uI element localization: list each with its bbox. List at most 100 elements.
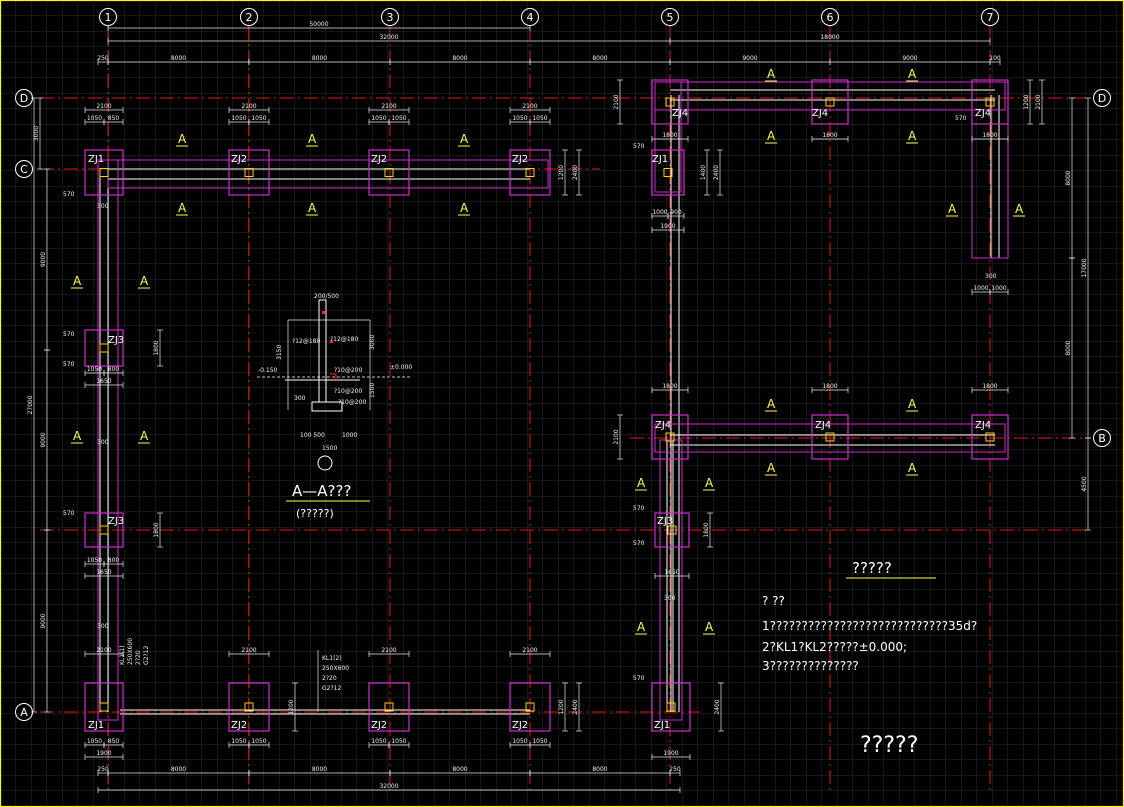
dim-pad-top-half-a-2-text: 1050 (371, 115, 386, 122)
section-mark-18: A (767, 461, 776, 475)
section-title: A—A??? (292, 482, 351, 500)
detail-rebar-5: ?10@200 (338, 399, 366, 406)
section-detail: 200/500±0.000-0.150?12@180?12@180?10@200… (257, 293, 412, 471)
dim-label-200-300-1: 300 (97, 439, 109, 446)
dim-left-9000-b-text: 9000 (40, 432, 47, 447)
axis-bubble-label: 7 (987, 11, 994, 24)
notes-line-0: ? ?? (762, 594, 785, 608)
dim-pad-bottom-0-text: 2100 (96, 647, 111, 654)
section-mark-22: A (637, 620, 646, 634)
axis-bubble-label: D (1098, 92, 1106, 105)
dim-pad-top-half-a-0-text: 1050 (87, 115, 102, 122)
footing-zj3-right-label: ZJ3 (657, 516, 673, 527)
footing-zj2-top-1 (228, 149, 270, 196)
beam-tag-kl2-top: 2?20 (322, 675, 337, 682)
dim-top-span-3-text: 8000 (452, 55, 467, 62)
footing-zj2-top-3-label: ZJ2 (512, 154, 528, 165)
footing-zj1-top-left (84, 149, 124, 196)
dim-zj4-mid-0-text: 1800 (662, 383, 677, 390)
dim-pad-top-half-b-0-text: 850 (108, 115, 120, 122)
detail-dim-3150: 3150 (276, 345, 283, 360)
dim-label-570-5: 570 (633, 505, 645, 512)
detail-index-bubble (317, 455, 333, 471)
dim-zj3-upper-total-text: 1650 (96, 378, 111, 385)
section-mark-17: A (908, 397, 917, 411)
section-mark-20: A (637, 476, 646, 490)
dim-pad-top-half-b-3-text: 1050 (532, 115, 547, 122)
footing-zj1-bottom-right-label: ZJ1 (654, 720, 670, 731)
dim-top-left-total-text: 32000 (379, 34, 398, 41)
dim-pad-bot-half-b-0-text: 850 (108, 738, 120, 745)
beam-tag-kl1-bottom: 2?20 (135, 650, 142, 665)
axis-bubble-C (15, 160, 33, 178)
footing-zj2-top-1-label: ZJ2 (231, 154, 247, 165)
beam-tag-kl1-name: KL1(1) (119, 645, 126, 665)
footing-zj4-mid-7 (971, 414, 1009, 460)
dim-pad-bottom-1-text: 2100 (241, 647, 256, 654)
dim-bottom-span-1-text: 8000 (171, 766, 186, 773)
notes-line-3: 3?????????????? (762, 659, 859, 673)
section-title-block: A—A??? (?????) (286, 482, 370, 520)
dim-zj3-lower-a-text: 1050 (87, 557, 102, 564)
axis-bubble-label: C (20, 163, 28, 176)
dim-pad-height-top-text: 1200 (558, 165, 565, 180)
notes-line-2: 2?KL1?KL2?????±0.000; (762, 640, 907, 654)
dim-bottom-edge-text: 250 (97, 766, 109, 773)
dim-right-8000-a-text: 8000 (1065, 170, 1072, 185)
dim-top-span-6-text: 9000 (902, 55, 917, 62)
section-mark-6: A (73, 274, 82, 288)
dim-bottom-span-4-text: 8000 (592, 766, 607, 773)
section-mark-3: A (178, 201, 187, 215)
footing-zj3-left-upper-column (99, 343, 109, 353)
dim-zj3-lower-total-text: 1650 (96, 569, 111, 576)
dim-pad-bottom-right-total-text: 1900 (663, 750, 678, 757)
beam-tag-kl2-name: KL1(2) (322, 655, 342, 662)
footing-zj3-left-lower-column (99, 525, 109, 535)
footing-zj4-mid-5-label: ZJ4 (655, 420, 671, 431)
footing-zj2-bottom-1 (228, 682, 270, 732)
dim-bottom-span-3-text: 8000 (452, 766, 467, 773)
detail-elev-minus: -0.150 (258, 367, 278, 374)
dim-pad-top-1-text: 2100 (241, 103, 256, 110)
dim-pad-bottom-left-total-text: 1900 (96, 750, 111, 757)
dim-pad-height-bottom-b-text: 1200 (558, 699, 565, 714)
footing-zj4-mid-5-column (665, 432, 675, 442)
section-mark-21: A (705, 476, 714, 490)
detail-rebar-2: ?12@180 (330, 336, 358, 343)
detail-rebar-3: ?10@200 (334, 367, 362, 374)
detail-dim-1500: 1500 (369, 383, 376, 398)
footing-zj4-top-7-label: ZJ4 (975, 108, 991, 119)
notes-block: ????? ? ?? 1????????????????????????????… (762, 559, 977, 758)
footing-zj1-bottom-right-column (666, 702, 676, 712)
dim-label-200-300-2: 300 (97, 623, 109, 630)
detail-elev-zero: ±0.000 (390, 364, 412, 371)
detail-footing (311, 401, 343, 412)
dim-label-200-300-3: 300 (664, 595, 676, 602)
footing-zj1-bottom-left (84, 682, 124, 732)
dim-top-right-total-text: 18000 (820, 34, 839, 41)
footing-zj3-left-upper (84, 329, 124, 367)
dim-zj1-col5-total-text: 1900 (660, 223, 675, 230)
axis-bubble-label: B (1098, 432, 1106, 445)
section-mark-11: A (908, 67, 917, 81)
dim-zj3-lower-b-text: 800 (108, 557, 120, 564)
strip-footing-right-vertical (659, 439, 683, 721)
footing-zj1-col5 (651, 149, 685, 196)
detail-dim-100-500: 100 500 (300, 432, 325, 439)
footing-zj2-bottom-3-label: ZJ2 (512, 720, 528, 731)
beam-tag-kl2: KL1(2) 250X600 2?20 G2?12 (317, 650, 349, 712)
strip-footing-far-right (971, 81, 1009, 259)
axis-bubble-3 (381, 8, 399, 26)
dim-pad-top-2-text: 2100 (381, 103, 396, 110)
section-mark-15: A (1015, 202, 1024, 216)
beam-tag-kl2-stirrup: G2?12 (322, 685, 341, 692)
dim-zj1-col5-height-text: 1400 (700, 165, 707, 180)
axis-bubble-label: 3 (387, 11, 394, 24)
footing-zj2-bottom-2-column (384, 702, 394, 712)
strip-footing-col5-top (654, 81, 682, 193)
footing-zj4-top-7 (971, 79, 1009, 125)
footing-zj4-top-5-label: ZJ4 (672, 108, 688, 119)
